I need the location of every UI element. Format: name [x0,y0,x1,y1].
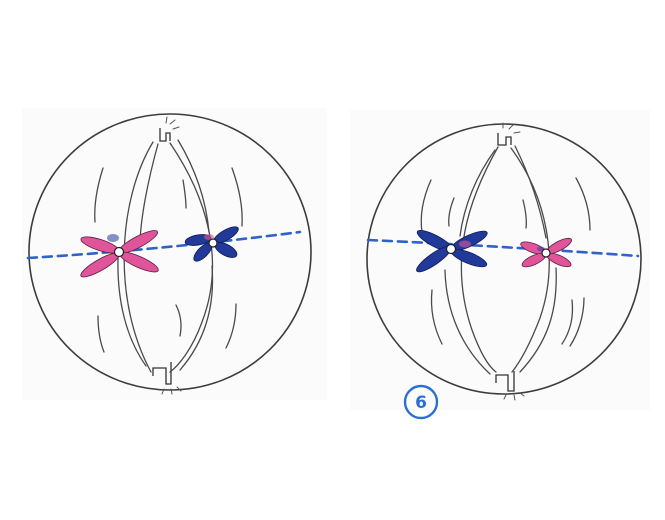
left-cell [26,113,312,395]
left-metaphase-plate [26,230,302,260]
left-pink-chromosome [80,230,159,278]
left-astral-fiber-3 [231,167,243,227]
left-blue-chromosome [184,226,239,262]
right-astral-fiber-4 [569,297,585,347]
left-paper-background [22,108,327,400]
left-top-centrosome [159,116,180,142]
left-spindle-fiber-5 [117,257,147,367]
right-astral-fiber-7 [448,197,455,227]
left-spindle-fiber-3 [169,142,214,373]
left-astral-fiber-2 [97,315,105,353]
right-bottom-centrosome [495,371,525,401]
right-spindle-fiber-1 [460,146,499,373]
right-spindle-fiber-6 [519,267,557,373]
right-astral-fiber-1 [420,179,432,233]
left-astral-fiber-5 [182,179,187,209]
panel-label-circle [403,384,439,420]
left-astral-fiber-1 [94,167,104,223]
right-astral-fiber-6 [522,199,528,229]
left-spindle-fiber-6 [179,265,214,371]
left-astral-fiber-6 [175,304,182,337]
right-spindle-fiber-4 [514,145,547,239]
left-bottom-centrosome [152,362,182,395]
panel-label: 6 [403,384,439,420]
right-metaphase-plate [366,238,640,258]
left-spindle-fiber-4 [177,139,210,233]
right-pink-chromosome [520,237,572,268]
right-spindle-fiber-5 [444,269,491,375]
panel-label-text: 6 [415,393,427,413]
left-astral-fiber-4 [225,303,237,349]
right-spindle-fiber-2 [459,149,496,237]
right-top-centrosome [497,122,521,146]
right-cell [366,122,642,401]
right-paper-background [350,110,650,410]
right-cell-membrane [366,123,642,395]
right-blue-chromosome [416,230,488,273]
right-astral-fiber-5 [561,299,574,345]
right-astral-fiber-2 [430,289,443,345]
right-astral-fiber-3 [575,177,591,231]
left-cell-membrane [28,113,312,391]
